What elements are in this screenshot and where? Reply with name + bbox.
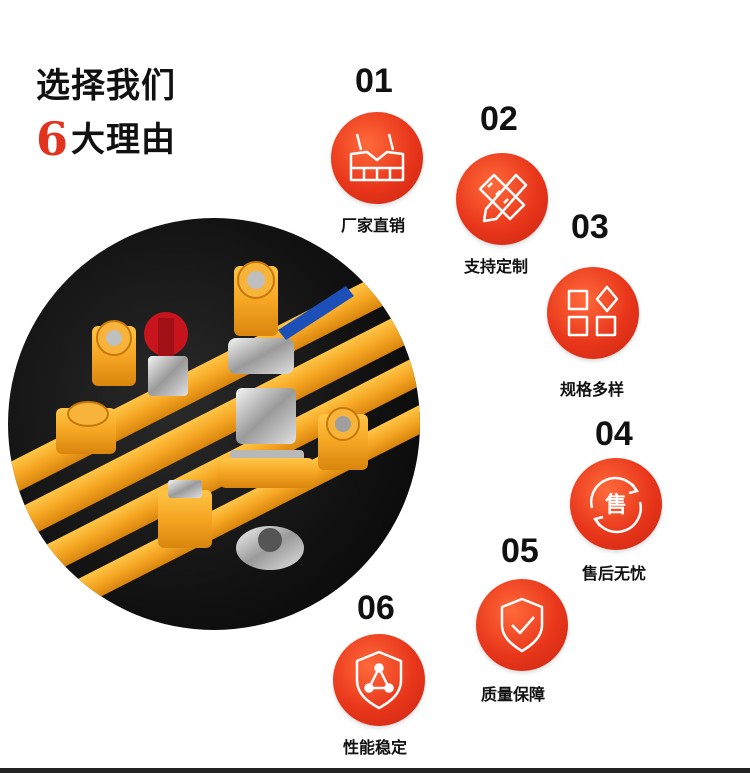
heading-text: 大理由	[71, 120, 177, 160]
heading-line-2: 6大理由	[36, 112, 176, 166]
reason-01-label: 厂家直销	[341, 216, 406, 235]
shield-triangle-icon	[333, 634, 425, 726]
bottom-divider	[0, 768, 750, 773]
reason-04-label: 售后无忧	[582, 564, 647, 583]
reason-06-label: 性能稳定	[343, 738, 408, 757]
product-photo	[8, 218, 420, 630]
after-sales-icon-text: 售	[605, 492, 627, 518]
reason-03-label: 规格多样	[560, 380, 625, 399]
reason-03-number: 03	[571, 208, 609, 246]
reason-05-number: 05	[501, 532, 539, 570]
factory-icon	[331, 112, 423, 204]
reason-01-number: 01	[355, 62, 393, 100]
after-sales-icon: 售	[570, 458, 662, 550]
reason-05-label: 质量保障	[481, 685, 546, 704]
ruler-pencil-icon	[456, 153, 548, 245]
heading-number: 6	[36, 112, 70, 166]
shield-check-icon	[476, 579, 568, 671]
reason-04-number: 04	[595, 415, 633, 453]
grid-shapes-icon	[547, 267, 639, 359]
reason-02-label: 支持定制	[464, 257, 529, 276]
heading-line-1: 选择我们	[36, 66, 176, 106]
reason-02-number: 02	[480, 100, 518, 138]
reason-06-number: 06	[357, 589, 395, 627]
